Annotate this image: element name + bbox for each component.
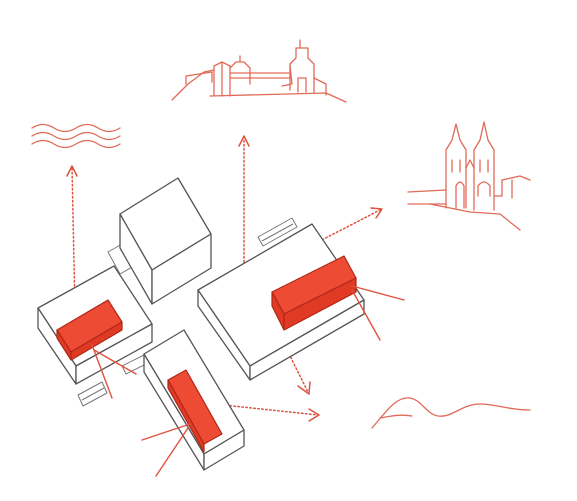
ground-marker-c bbox=[77, 381, 108, 407]
view-arrow-castle bbox=[238, 135, 250, 271]
red-volume-left bbox=[56, 299, 123, 361]
red-volume-right bbox=[271, 255, 357, 331]
water-waves-icon bbox=[31, 123, 121, 149]
view-arrow-hills bbox=[213, 403, 320, 422]
view-lines-bottom bbox=[141, 423, 191, 477]
building-tall-cube bbox=[119, 177, 212, 305]
view-lines-right bbox=[351, 285, 405, 341]
red-volume-bottom bbox=[167, 369, 223, 453]
view-lines-left bbox=[91, 344, 137, 399]
ground-marker-b bbox=[257, 217, 298, 247]
hills-icon bbox=[371, 397, 531, 429]
church-icon bbox=[407, 121, 531, 231]
view-arrow-water bbox=[66, 165, 78, 311]
castle-hill-icon bbox=[171, 39, 347, 103]
